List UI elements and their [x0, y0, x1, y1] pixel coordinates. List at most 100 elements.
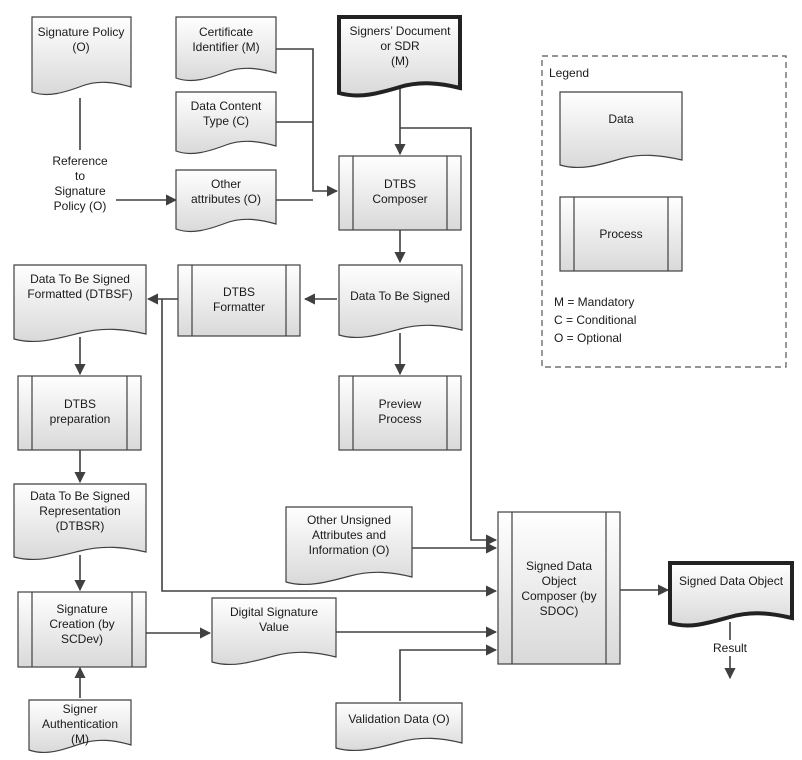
other-unsigned-label-line-3: Information (O)	[309, 543, 390, 557]
result-label-front: Result	[713, 641, 748, 655]
preview-process-label-line-2: Process	[378, 412, 421, 426]
signature-policy-label: Signature Policy(O)	[38, 25, 125, 54]
signer-authentication-label-line-1: Signer	[63, 702, 98, 716]
signers-document-label-line-3: (M)	[391, 54, 409, 68]
signature-creation-label-line-2: Creation (by	[49, 617, 114, 631]
dtbsr-label-line-2: Representation	[39, 504, 120, 518]
connectors	[74, 48, 736, 701]
sdo-composer-label-line-1: Signed Data	[526, 559, 592, 573]
digital-signature-value-label-line-1: Digital Signature	[230, 605, 318, 619]
preview-process-label-line-1: Preview	[379, 397, 422, 411]
data-content-type-label-line-1: Data Content	[191, 99, 262, 113]
dtbs-composer-label-line-2: Composer	[372, 192, 427, 206]
other-attributes-label-line-2: attributes (O)	[191, 192, 261, 206]
dtbs-preparation-label-line-2: preparation	[50, 412, 111, 426]
signature-creation-label-line-1: Signature	[56, 602, 108, 616]
legend-entry-conditional: C = Conditional	[554, 313, 636, 327]
validation-data-label-line-1: Validation Data (O)	[348, 712, 449, 726]
other-unsigned-label-line-2: Attributes and	[312, 528, 386, 542]
legend-data-label: Data	[608, 112, 634, 126]
dtbsf-label-line-1: Data To Be Signed	[30, 272, 130, 286]
edge-dtbsf-to-sdoc	[161, 299, 498, 597]
dtbsr-label-line-1: Data To Be Signed	[30, 489, 130, 503]
signed-data-object-node: Signed Data Object	[668, 561, 794, 628]
edge-signers-doc-to-sdoc	[400, 127, 498, 546]
reference-policy-label-line-3: Signature	[54, 184, 106, 198]
signers-document-label-line-2: or SDR	[380, 39, 420, 53]
signature-policy-label-line-1: Signature Policy	[38, 25, 125, 39]
validation-data-label: Validation Data (O)	[348, 712, 449, 726]
legend-entry-mandatory: M = Mandatory	[554, 295, 634, 309]
signed-data-object-label: Signed Data Object	[679, 574, 784, 588]
legend: Legend Data Process M = Mandatory C = Co…	[541, 55, 787, 368]
legend-data-swatch: Data	[559, 91, 683, 169]
certificate-identifier-label-line-2: Identifier (M)	[192, 40, 259, 54]
sdo-composer-label-line-3: Composer (by	[521, 589, 596, 603]
edge-validation-to-sdoc	[399, 644, 498, 701]
sdo-composer-label-line-2: Object	[542, 574, 577, 588]
sdo-composer-label-line-4: SDOC)	[540, 604, 579, 618]
legend-entry-optional: O = Optional	[554, 331, 622, 345]
digital-signature-value-label-line-2: Value	[259, 620, 289, 634]
dtbsf-label-line-2: Formatted (DTBSF)	[27, 287, 132, 301]
legend-title: Legend	[549, 66, 589, 80]
signers-document-label-line-1: Signers’ Document	[350, 24, 452, 38]
signer-authentication-label-line-3: (M)	[71, 732, 89, 746]
legend-process-swatch: Process	[559, 196, 683, 272]
dtbsr-label-line-3: (DTBSR)	[56, 519, 105, 533]
data-to-be-signed-node: Data To Be Signed	[338, 264, 463, 339]
dtbs-preparation-label-line-1: DTBS	[64, 397, 96, 411]
edge-certificate-to-composer	[276, 48, 339, 197]
signed-data-object-label-line-1: Signed Data Object	[679, 574, 784, 588]
signature-creation-label-line-3: SCDev)	[61, 632, 103, 646]
reference-policy-label-line-2: to	[75, 169, 85, 183]
signer-authentication-label-line-2: Authentication	[42, 717, 118, 731]
dtbs-formatter-label-line-2: Formatter	[213, 300, 265, 314]
signature-policy-label-line-2: (O)	[72, 40, 89, 54]
data-to-be-signed-label: Data To Be Signed	[350, 289, 450, 303]
reference-policy-label-line-1: Reference	[52, 154, 108, 168]
dtbs-composer-label-line-1: DTBS	[384, 177, 416, 191]
legend-process-label: Process	[599, 227, 642, 241]
reference-policy-label-line-4: Policy (O)	[54, 199, 107, 213]
certificate-identifier-label-line-1: Certificate	[199, 25, 253, 39]
result-label-front-line-1: Result	[713, 641, 748, 655]
validation-data-node: Validation Data (O)	[335, 702, 463, 752]
data-to-be-signed-label-line-1: Data To Be Signed	[350, 289, 450, 303]
other-unsigned-label-line-1: Other Unsigned	[307, 513, 391, 527]
signature-policy-node: Signature Policy(O)	[31, 16, 132, 96]
legend-frame	[541, 55, 787, 368]
